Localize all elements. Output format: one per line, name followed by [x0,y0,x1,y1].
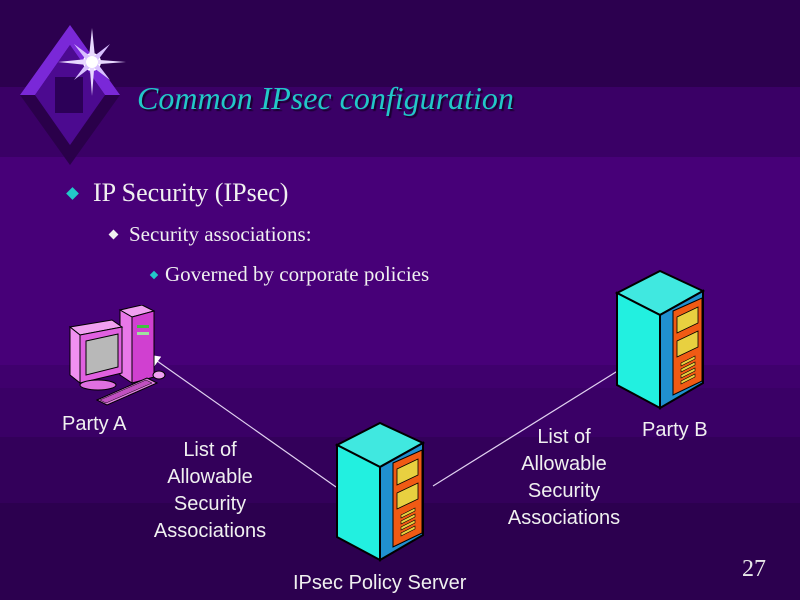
policy-server-icon [335,421,425,562]
label-line: List of [183,439,237,461]
bullet-text: Governed by corporate policies [165,262,430,286]
desktop-computer-icon [68,305,166,406]
bullet-level-2: Security associations: [108,222,312,247]
label-line: Allowable [521,453,607,475]
arrow-to-party-b [432,360,635,487]
label-line: List of [537,426,591,448]
arrow-right-label: List of Allowable Security Associations [501,424,627,532]
bullet-text: Security associations: [129,222,312,246]
slide-title: Common IPsec configuration [137,80,514,116]
bullet-level-3: Governed by corporate policies [149,262,430,287]
bullet-level-1: IP Security (IPsec) [66,178,289,208]
label-line: Associations [153,520,267,542]
sparkle-icon [58,28,126,96]
page-number: 27 [742,556,766,582]
slide-logo-icon [20,25,126,165]
arrow-to-party-a [148,354,337,488]
party-a-label: Party A [62,413,127,435]
label-line: Associations [507,507,621,529]
policy-server-label: IPsec Policy Server [293,572,467,594]
label-line: Allowable [167,466,253,488]
label-line: Security [527,480,601,502]
party-b-label: Party B [642,419,708,441]
label-line: Security [173,493,247,515]
arrow-left-label: List of Allowable Security Associations [147,437,273,545]
party-b-server-icon [615,269,705,410]
bullet-text: IP Security (IPsec) [93,178,289,207]
